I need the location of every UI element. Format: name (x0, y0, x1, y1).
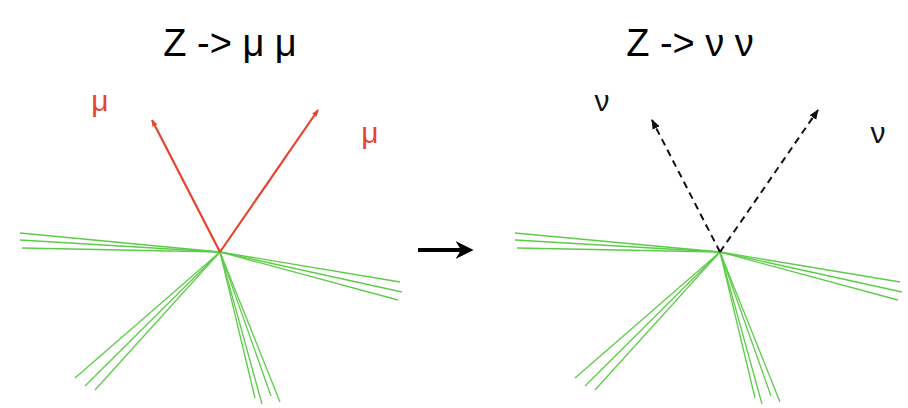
transition-arrow (418, 248, 470, 252)
particle-label: ν (595, 84, 610, 117)
panel-title: Z -> ν ν (626, 23, 754, 65)
panel-title: Z -> μ μ (163, 23, 297, 65)
jet-lines (20, 233, 402, 404)
neutrino-tracks (652, 110, 818, 252)
particle-label: ν (871, 116, 886, 149)
jet-lines (515, 233, 902, 404)
particle-label: μ (361, 116, 378, 149)
muon-tracks (152, 110, 318, 252)
particle-label: μ (91, 84, 108, 117)
